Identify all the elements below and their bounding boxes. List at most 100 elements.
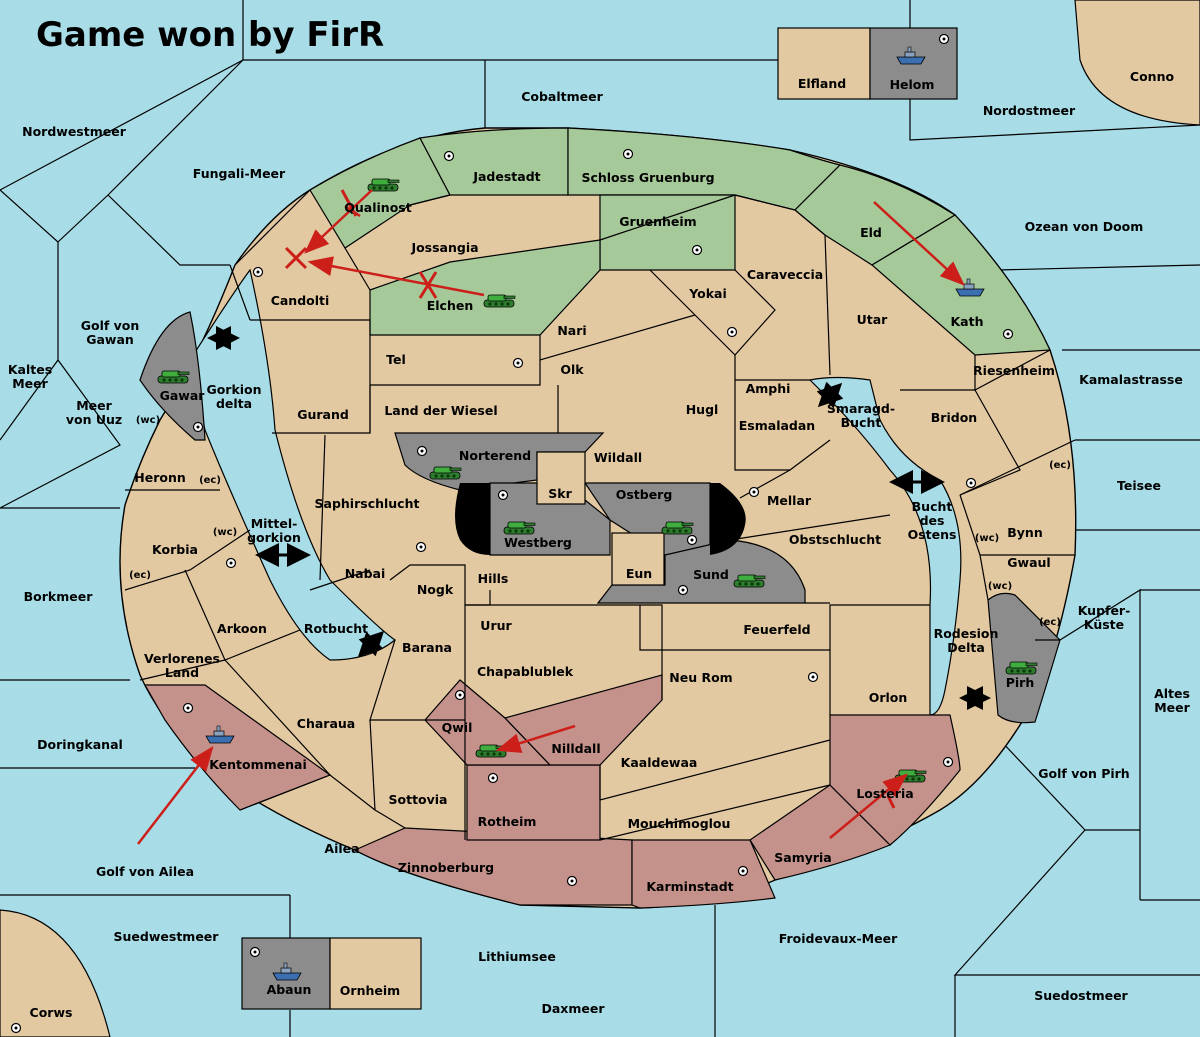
region-elfland	[777, 27, 871, 100]
sea-region-label: Kupfer-Küste	[1078, 603, 1131, 632]
westberg-cap	[455, 483, 490, 555]
land-region-label: Urur	[480, 618, 512, 633]
supply-center-icon	[225, 557, 237, 569]
coast-tag-label: (ec)	[1039, 617, 1061, 628]
sea-region-label: Ozean von Doom	[1025, 219, 1144, 234]
land-region-label: Jadestadt	[472, 169, 540, 184]
land-region-label: Losteria	[856, 786, 913, 801]
sea-region-label: Lithiumsee	[478, 949, 556, 964]
land-region-label: Norterend	[459, 448, 531, 463]
game-title: Game won by FirR	[36, 15, 384, 55]
land-region-label: Hills	[478, 571, 509, 586]
army-unit-icon	[483, 294, 516, 308]
sea-region-label: Golf von Pirh	[1038, 766, 1129, 781]
order-arrows	[137, 189, 965, 845]
land-region-label: Schloss Gruenburg	[581, 170, 714, 185]
army-unit-icon	[429, 466, 462, 480]
supply-center-icon	[726, 326, 738, 338]
supply-center-icon	[965, 477, 977, 489]
land-region-label: Mellar	[767, 493, 812, 508]
army-unit-icon	[1005, 661, 1038, 675]
supply-center-icon	[691, 244, 703, 256]
land-region-label: Bynn	[1007, 525, 1042, 540]
land-region-label: Caraveccia	[747, 267, 823, 282]
sea-region-label: Nordostmeer	[983, 103, 1076, 118]
dislodged-markers	[284, 189, 896, 809]
land-region-label: Nogk	[417, 582, 454, 597]
inner-sea-west	[189, 268, 397, 661]
land-region-label: Hugl	[686, 402, 719, 417]
land-region-label: Corws	[30, 1005, 73, 1020]
coast-tag-label: (ec)	[199, 475, 221, 486]
land-region-label: Bridon	[931, 410, 977, 425]
sea-region-label: Rotbucht	[304, 621, 368, 636]
supply-center-icon	[512, 357, 524, 369]
army-unit-icon	[661, 521, 694, 535]
supply-center-icon	[677, 584, 689, 596]
land-region-label: Sund	[693, 567, 729, 582]
land-region-label: Sottovia	[389, 792, 448, 807]
land-region-label: Tel	[386, 352, 406, 367]
land-region-label: Riesenheim	[973, 363, 1055, 378]
sea-region-label: Mittel-gorkion	[247, 516, 301, 545]
land-region-label: Eld	[860, 225, 882, 240]
supply-center-icon	[487, 772, 499, 784]
region-gruenheim	[599, 194, 736, 271]
land-region-label: Yokai	[688, 286, 727, 301]
land-region-label: Rotheim	[478, 814, 537, 829]
land-region-label: Ostberg	[616, 487, 673, 502]
land-region-label: Gwaul	[1007, 555, 1050, 570]
sea-region-label: Kamalastrasse	[1079, 372, 1183, 387]
land-region-label: Conno	[1130, 69, 1175, 84]
supply-center-icon	[252, 266, 264, 278]
land-region-label: Korbia	[152, 542, 198, 557]
land-region-label: Arkoon	[217, 621, 267, 636]
supply-center-icon	[415, 541, 427, 553]
supply-center-icon	[192, 421, 204, 433]
sea-region-label: Froidevaux-Meer	[779, 931, 898, 946]
land-region-label: Land der Wiesel	[384, 403, 497, 418]
supply-center-icon	[443, 150, 455, 162]
land-region-label: Heronn	[134, 470, 186, 485]
supply-center-icon	[622, 148, 634, 160]
land-region-label: Skr	[548, 486, 572, 501]
land-region-label: Karminstadt	[646, 879, 733, 894]
ostberg-cap	[710, 483, 746, 555]
sea-region-label: Daxmeer	[541, 1001, 605, 1016]
land-region-label: Zinnoberburg	[398, 860, 494, 875]
sea-region-label: Borkmeer	[24, 589, 94, 604]
supply-center-icon	[10, 1022, 22, 1034]
land-region-label: Amphi	[746, 381, 791, 396]
land-region-label: Kath	[951, 314, 984, 329]
land-region-label: Elfland	[798, 76, 846, 91]
sea-region-label: Nordwestmeer	[22, 124, 127, 139]
land-region-label: Utar	[857, 312, 889, 327]
region-zinnoberburg	[353, 827, 633, 906]
sea-region-label: Doringkanal	[37, 737, 123, 752]
supply-center-icon	[938, 33, 950, 45]
region-eun	[611, 532, 665, 586]
coast-tag-label: (wc)	[988, 581, 1012, 592]
supply-center-icon	[566, 875, 578, 887]
land-region-label: Pirh	[1006, 675, 1035, 690]
sea-region-label: Smaragd-Bucht	[827, 401, 895, 430]
sea-region-label: Suedostmeer	[1034, 988, 1128, 1003]
sea-region-label: Suedwestmeer	[114, 929, 220, 944]
land-region-label: Feuerfeld	[743, 622, 810, 637]
coast-tag-label: (ec)	[129, 570, 151, 581]
supply-center-icon	[497, 489, 509, 501]
land-region-label: Kentommenai	[209, 757, 307, 772]
land-region-label: Charaua	[297, 716, 355, 731]
land-region-label: Gruenheim	[619, 214, 696, 229]
land-region-label: Eun	[626, 566, 652, 581]
land-region-label: Nabai	[345, 566, 386, 581]
army-unit-icon	[367, 178, 400, 192]
land-region-label: Obstschlucht	[789, 532, 881, 547]
